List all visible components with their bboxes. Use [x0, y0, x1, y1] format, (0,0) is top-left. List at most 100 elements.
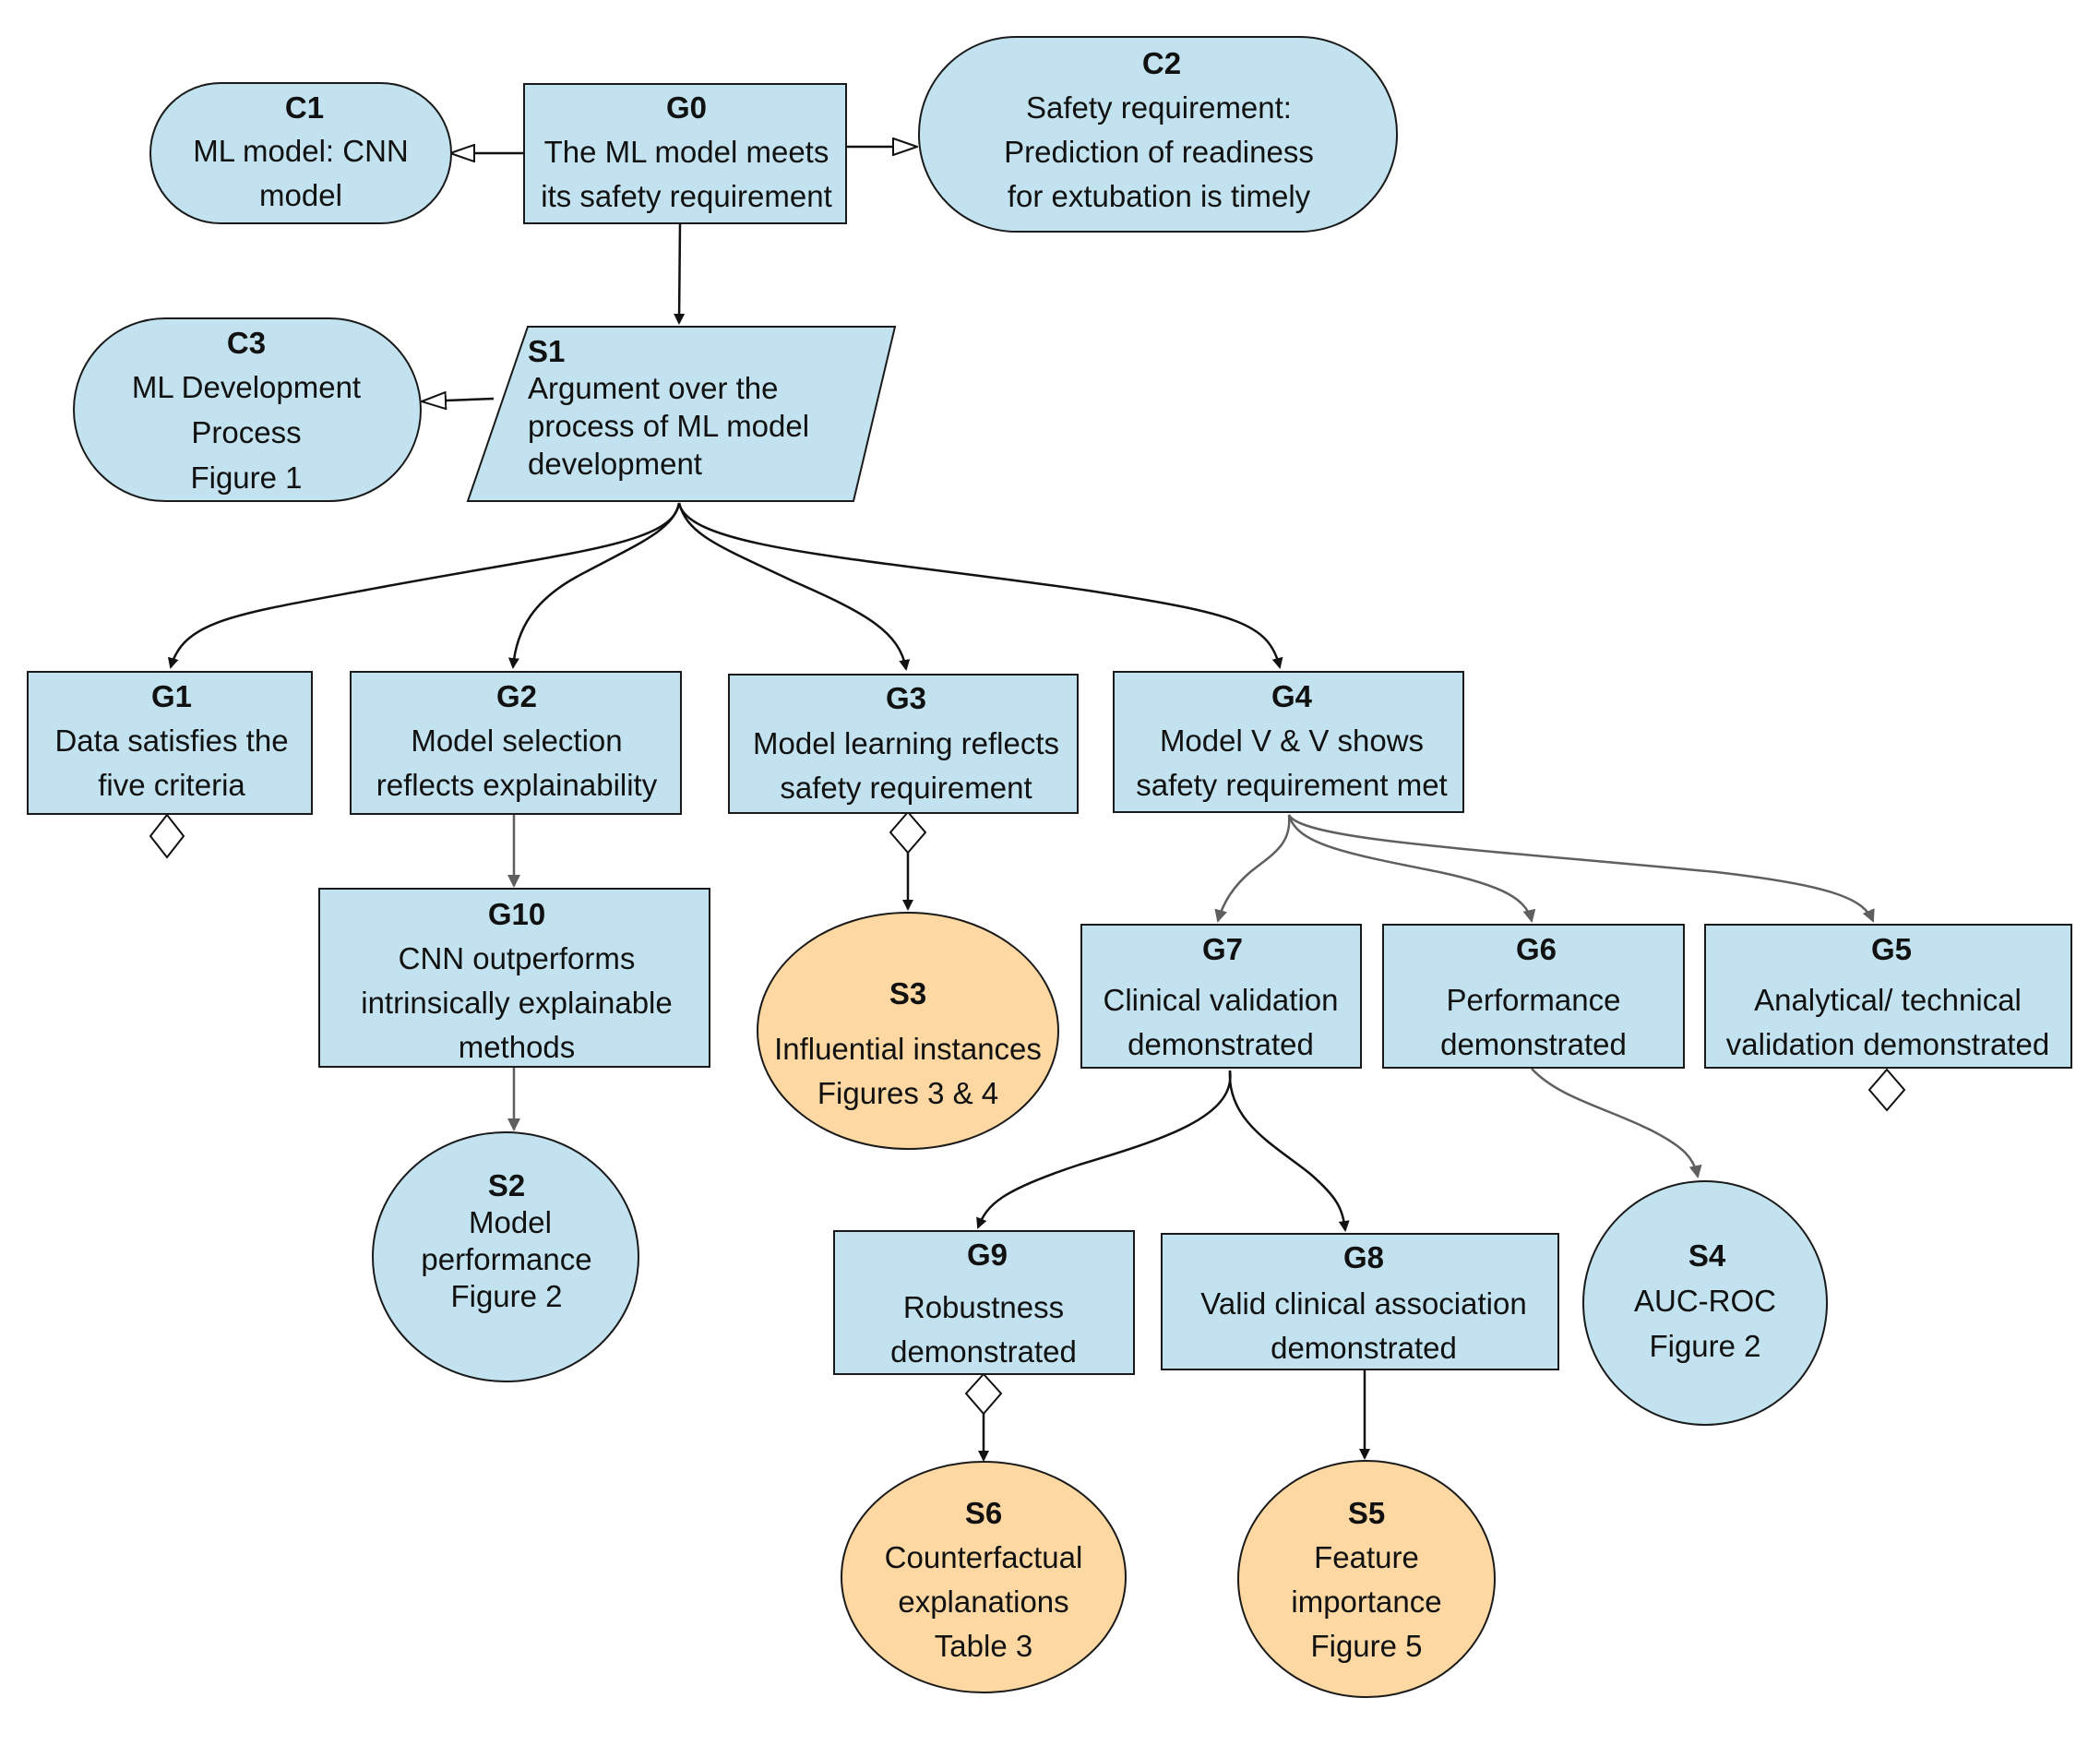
g3-shape: [728, 674, 1079, 814]
g3-line: safety requirement: [780, 771, 1032, 805]
c2-line: Safety requirement:: [1026, 90, 1292, 125]
c1-line: model: [259, 178, 342, 212]
s4-id: S4: [1688, 1238, 1726, 1273]
g8-line: Valid clinical association: [1200, 1286, 1526, 1321]
s1-line: Argument over the: [528, 371, 778, 405]
s3-id: S3: [889, 976, 926, 1011]
s5-line: Figure 5: [1310, 1629, 1422, 1663]
g7-line: demonstrated: [1128, 1027, 1314, 1061]
node-shapes: [27, 36, 2072, 1698]
s3-line: Influential instances: [774, 1032, 1042, 1066]
g10-line: intrinsically explainable: [361, 986, 673, 1020]
s5-line: importance: [1291, 1585, 1441, 1619]
g10-shape: [318, 888, 710, 1068]
g10-line: CNN outperforms: [399, 941, 636, 975]
edge-g6-s4: [1531, 1068, 1702, 1178]
edge-g4-g7: [1214, 814, 1291, 923]
c1-shape: [149, 82, 452, 224]
node-labels: C1 ML model: CNN model G0 The ML model m…: [54, 46, 2049, 1663]
s2-line: Model: [469, 1205, 552, 1239]
g3-id: G3: [886, 681, 926, 715]
c1-line: ML model: CNN: [193, 134, 409, 168]
g5-line: validation demonstrated: [1726, 1027, 2049, 1061]
s5-shape: [1237, 1460, 1496, 1698]
g9-undeveloped-diamond: [964, 1372, 1003, 1416]
s4-line: Figure 2: [1649, 1329, 1760, 1363]
g9-line: Robustness: [903, 1290, 1064, 1324]
s6-line: explanations: [898, 1585, 1068, 1619]
g4-shape: [1113, 671, 1464, 813]
edges: [167, 147, 1875, 1462]
s2-shape: [372, 1131, 639, 1382]
s6-line: Counterfactual: [885, 1540, 1083, 1574]
g1-id: G1: [151, 679, 192, 713]
s2-line: performance: [421, 1242, 591, 1276]
s3-shape: [757, 912, 1059, 1150]
undeveloped-markers: [149, 810, 1906, 1416]
s6-id: S6: [965, 1496, 1002, 1530]
g10-id: G10: [488, 897, 545, 931]
c2-line: for extubation is timely: [1008, 179, 1311, 213]
g9-id: G9: [967, 1238, 1008, 1272]
g7-shape: [1080, 924, 1362, 1069]
s1-line: process of ML model: [528, 409, 809, 443]
c3-line: Figure 1: [190, 460, 302, 495]
g4-line: safety requirement met: [1136, 768, 1447, 802]
edge-s1-g1: [167, 502, 681, 669]
s6-line: Table 3: [935, 1629, 1032, 1663]
s4-line: AUC-ROC: [1634, 1284, 1776, 1318]
g9-line: demonstrated: [890, 1334, 1077, 1369]
g0-id: G0: [666, 90, 707, 125]
g7-line: Clinical validation: [1104, 983, 1339, 1017]
g10-line: methods: [459, 1030, 576, 1064]
g3-undeveloped-diamond: [889, 810, 927, 855]
g2-id: G2: [496, 679, 537, 713]
c3-id: C3: [227, 326, 266, 360]
g2-line: Model selection: [411, 724, 622, 758]
g0-shape: [523, 83, 847, 224]
s5-id: S5: [1348, 1496, 1385, 1530]
s6-shape: [841, 1461, 1127, 1693]
edge-g4-g6: [1287, 814, 1536, 923]
g2-line: reflects explainability: [376, 768, 658, 802]
c2-line: Prediction of readiness: [1004, 135, 1314, 169]
s2-line: Figure 2: [450, 1279, 562, 1313]
g5-line: Analytical/ technical: [1754, 983, 2022, 1017]
s1-shape: [466, 326, 897, 502]
g8-id: G8: [1343, 1240, 1384, 1274]
g0-line: The ML model meets: [544, 135, 829, 169]
edge-s1-g2: [507, 502, 681, 669]
g8-line: demonstrated: [1271, 1331, 1457, 1365]
g1-shape: [27, 671, 313, 815]
c3-shape: [73, 317, 422, 502]
s3-line: Figures 3 & 4: [817, 1076, 998, 1110]
s2-id: S2: [488, 1168, 525, 1202]
g6-line: demonstrated: [1440, 1027, 1627, 1061]
g7-id: G7: [1202, 932, 1243, 966]
s1-line: development: [528, 447, 702, 481]
c3-line: Process: [191, 415, 301, 449]
g1-undeveloped-diamond: [149, 813, 185, 859]
g6-id: G6: [1516, 932, 1557, 966]
edge-g7-g9: [976, 1070, 1232, 1229]
edge-g4-g5: [1287, 814, 1875, 923]
c3-line: ML Development: [132, 370, 361, 404]
c1-id: C1: [285, 90, 324, 125]
s5-line: Feature: [1314, 1540, 1419, 1574]
s1-id: S1: [528, 334, 565, 368]
g0-line: its safety requirement: [541, 179, 831, 213]
g3-line: Model learning reflects: [753, 726, 1059, 760]
s4-shape: [1582, 1180, 1828, 1426]
edge-s1-g3: [677, 502, 911, 671]
g5-shape: [1704, 924, 2072, 1069]
edge-g7-g8: [1228, 1070, 1350, 1232]
edge-s1-g4: [677, 502, 1283, 669]
edge-g0-s1: [674, 222, 686, 325]
g9-shape: [833, 1230, 1135, 1375]
g1-line: five criteria: [98, 768, 245, 802]
g6-shape: [1382, 924, 1685, 1069]
edge-s1-c3: [423, 399, 495, 401]
g1-line: Data satisfies the: [54, 724, 288, 758]
g4-id: G4: [1271, 679, 1313, 713]
